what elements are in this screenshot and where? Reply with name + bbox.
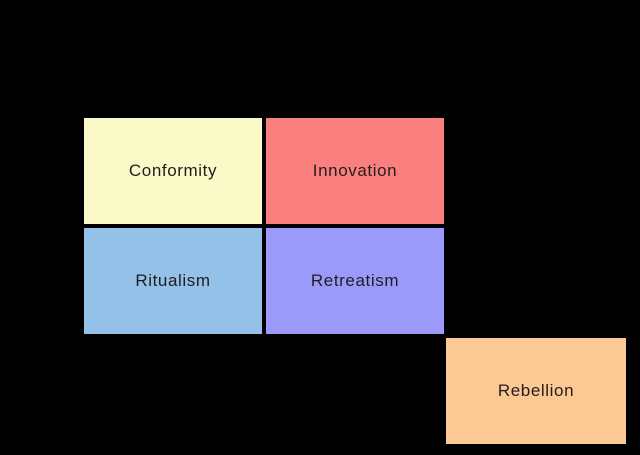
- typology-cell-label-ritualism: Ritualism: [135, 271, 211, 290]
- typology-cell-ritualism: Ritualism: [82, 226, 264, 336]
- typology-cell-retreatism: Retreatism: [264, 226, 446, 336]
- typology-cell-rebellion: Rebellion: [444, 336, 628, 446]
- typology-cell-innovation: Innovation: [264, 116, 446, 226]
- typology-cell-label-retreatism: Retreatism: [310, 271, 400, 290]
- typology-cell-label-rebellion: Rebellion: [497, 381, 575, 400]
- typology-cell-label-innovation: Innovation: [312, 161, 398, 180]
- typology-cell-label-conformity: Conformity: [128, 161, 218, 180]
- typology-cell-conformity: Conformity: [82, 116, 264, 226]
